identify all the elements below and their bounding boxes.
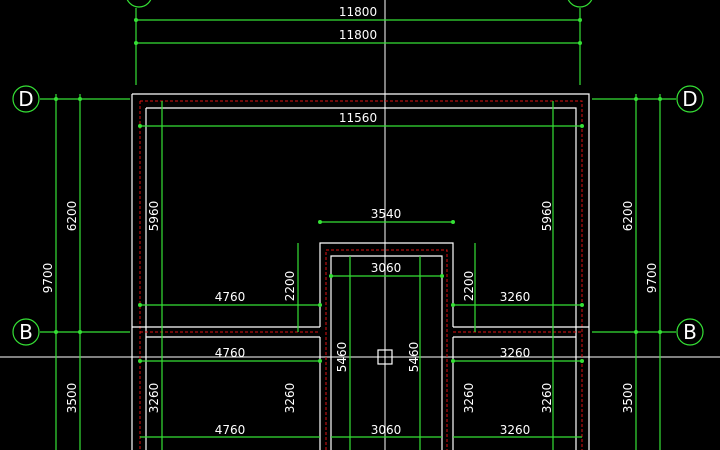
grid-bubble-left-b: [12, 318, 40, 346]
dim-left-3500: 3500: [65, 383, 79, 414]
dim-left-6200: 6200: [65, 201, 79, 232]
inner-wall-line: [145, 107, 577, 450]
grid-bubble-left-b-label: B: [19, 320, 33, 344]
dim-top-overall-1: 11800: [339, 5, 377, 19]
core-wall-outer: [319, 242, 454, 327]
grid-bubble-top-right: [567, 0, 593, 8]
dim-left-3260: 3260: [147, 383, 161, 414]
grid-bubble-right-d-label: D: [682, 87, 697, 111]
dim-core-right-3260: 3260: [462, 383, 476, 414]
dim-left-4760-c: 4760: [215, 423, 246, 437]
grid-bubble-top-left: [126, 0, 152, 8]
core-wall-inner: [330, 255, 443, 450]
dim-core-left-2200: 2200: [283, 271, 297, 302]
mid-wall-left: [132, 326, 320, 338]
dim-top-overall-2: 11800: [339, 28, 377, 42]
dim-core-right-5460: 5460: [407, 342, 421, 373]
dim-right-3260-b: 3260: [500, 346, 531, 360]
dim-core-inner: 3060: [371, 261, 402, 275]
dim-core-top: 3540: [371, 207, 402, 221]
dim-right-9700: 9700: [645, 263, 659, 294]
dim-right-3260-c: 3260: [500, 423, 531, 437]
grid-bubble-left-d: [12, 85, 40, 113]
dim-bottom-3060: 3060: [371, 423, 402, 437]
dim-right-6200: 6200: [621, 201, 635, 232]
grid-bubble-right-b-label: B: [683, 320, 697, 344]
core-wall-hatch: [325, 249, 448, 450]
dim-tick-marks: [54, 18, 662, 363]
dim-left-5960: 5960: [147, 201, 161, 232]
core-wall-lower: [319, 337, 454, 450]
grid-bubble-right-d: [676, 85, 704, 113]
dim-right-5960: 5960: [540, 201, 554, 232]
dim-right-3500: 3500: [621, 383, 635, 414]
dim-left-9700: 9700: [41, 263, 55, 294]
crosshair-pickbox[interactable]: [377, 349, 393, 365]
outer-wall-hatch: [139, 100, 583, 450]
dim-left-4760-a: 4760: [215, 290, 246, 304]
grid-bubble-right-b: [676, 318, 704, 346]
dim-right-3260: 3260: [540, 383, 554, 414]
mid-wall-right: [453, 326, 589, 338]
dim-left-4760-b: 4760: [215, 346, 246, 360]
dim-inner-top: 11560: [339, 111, 377, 125]
dim-core-left-5460: 5460: [335, 342, 349, 373]
outer-wall: [131, 93, 590, 450]
dim-core-right-2200: 2200: [462, 271, 476, 302]
dim-core-left-3260: 3260: [283, 383, 297, 414]
dim-right-3260-a: 3260: [500, 290, 531, 304]
grid-bubble-left-d-label: D: [18, 87, 33, 111]
